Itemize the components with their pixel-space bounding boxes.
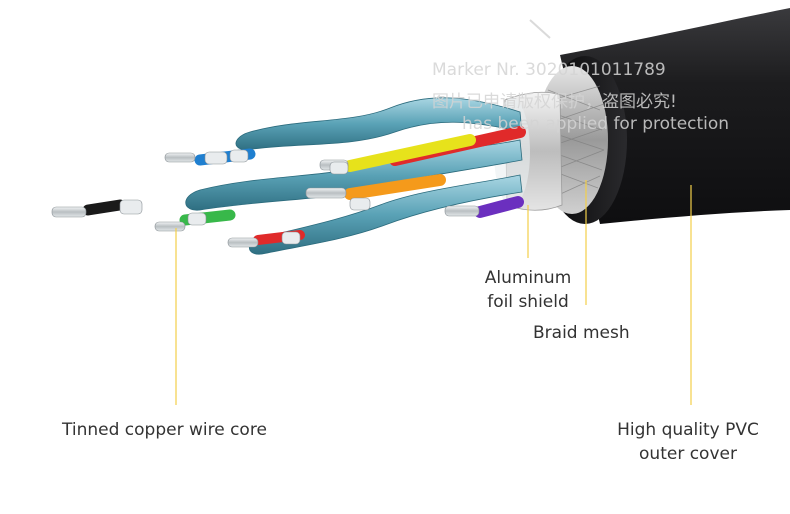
label-pvc-line1: High quality PVC bbox=[617, 420, 759, 440]
leader-lines bbox=[175, 180, 692, 405]
wire-black bbox=[82, 199, 126, 216]
wire-purple bbox=[474, 196, 524, 218]
label-aluminum-foil: Aluminum foil shield bbox=[470, 266, 586, 314]
label-braid-mesh: Braid mesh bbox=[533, 323, 630, 343]
watermark-line-1: Marker Nr. 3020101011789 bbox=[432, 60, 666, 80]
label-tinned-copper: Tinned copper wire core bbox=[62, 420, 267, 440]
watermark-line-3: has been applied for protection bbox=[462, 114, 730, 134]
label-aluminum-foil-line2: foil shield bbox=[487, 292, 569, 312]
label-pvc-line2: outer cover bbox=[639, 444, 737, 464]
wire-yellow bbox=[344, 134, 476, 172]
watermark-slash bbox=[529, 19, 551, 39]
watermark-line-2: 图片已申请版权保护，盗图必究! bbox=[432, 92, 677, 112]
label-pvc: High quality PVC outer cover bbox=[600, 418, 776, 466]
twisted-pairs bbox=[185, 97, 523, 255]
label-aluminum-foil-line1: Aluminum bbox=[484, 268, 572, 288]
wire-orange bbox=[344, 174, 446, 200]
tinned-copper-ends bbox=[51, 149, 480, 248]
